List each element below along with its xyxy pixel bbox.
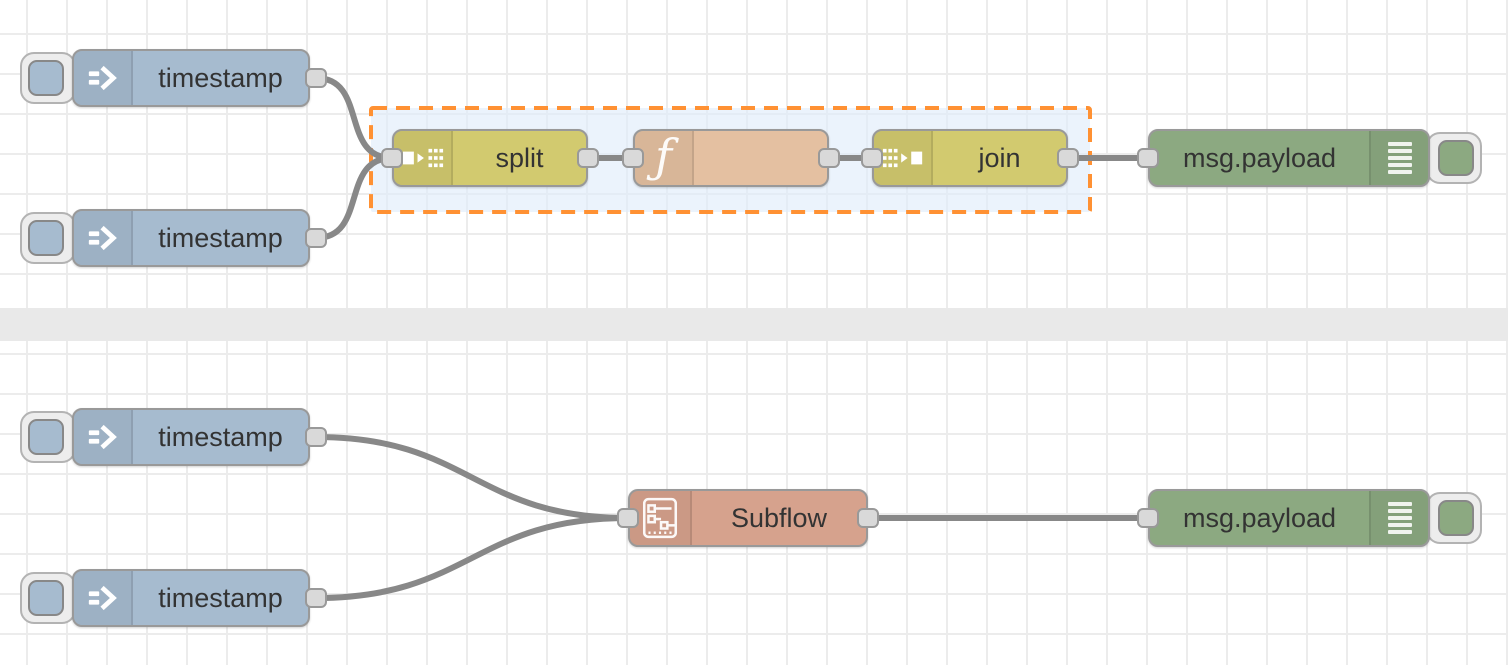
port-out-subflow[interactable] bbox=[857, 508, 879, 528]
debug-toggle-button[interactable] bbox=[1426, 132, 1482, 184]
arrow-right-icon bbox=[74, 410, 133, 464]
node-split[interactable]: split bbox=[392, 129, 588, 187]
node-label: timestamp bbox=[158, 582, 283, 613]
port-out-function[interactable] bbox=[818, 148, 840, 168]
node-label: msg.payload bbox=[1182, 142, 1337, 173]
inject-button-inner[interactable] bbox=[28, 580, 64, 616]
port-out-inject-bottom-1[interactable] bbox=[305, 427, 327, 447]
wire-inject1-to-split[interactable] bbox=[313, 75, 395, 161]
inject-button-inner[interactable] bbox=[28, 220, 64, 256]
arrow-right-icon bbox=[74, 51, 133, 105]
section-divider bbox=[0, 308, 1508, 341]
inject-button[interactable] bbox=[20, 212, 76, 264]
wire-inject4-to-subflow[interactable] bbox=[313, 515, 631, 601]
port-out-join[interactable] bbox=[1057, 148, 1079, 168]
port-out-inject-top-1[interactable] bbox=[305, 68, 327, 88]
port-out-split[interactable] bbox=[577, 148, 599, 168]
port-in-subflow[interactable] bbox=[617, 508, 639, 528]
node-debug-bottom[interactable]: msg.payload bbox=[1148, 489, 1430, 547]
list-bars-icon bbox=[1369, 491, 1428, 545]
node-subflow[interactable]: Subflow bbox=[628, 489, 868, 547]
wire-inject3-to-subflow[interactable] bbox=[313, 434, 631, 521]
inject-button[interactable] bbox=[20, 52, 76, 104]
function-f-icon: ƒ bbox=[635, 131, 694, 185]
port-in-function[interactable] bbox=[622, 148, 644, 168]
inject-button-inner[interactable] bbox=[28, 60, 64, 96]
split-icon bbox=[394, 131, 453, 185]
arrow-right-icon bbox=[74, 571, 133, 625]
node-function[interactable]: ƒ bbox=[633, 129, 829, 187]
node-label: timestamp bbox=[158, 222, 283, 253]
join-icon bbox=[874, 131, 933, 185]
port-in-debug-bottom[interactable] bbox=[1137, 508, 1159, 528]
debug-toggle-inner[interactable] bbox=[1438, 140, 1474, 176]
node-inject-top-2[interactable]: timestamp bbox=[72, 209, 310, 267]
node-inject-top-1[interactable]: timestamp bbox=[72, 49, 310, 107]
node-label: Subflow bbox=[730, 502, 828, 533]
wire-inject2-to-split[interactable] bbox=[313, 155, 395, 241]
function-glyph: ƒ bbox=[654, 129, 673, 183]
debug-toggle-button[interactable] bbox=[1426, 492, 1482, 544]
node-label: join bbox=[978, 142, 1021, 173]
debug-toggle-inner[interactable] bbox=[1438, 500, 1474, 536]
node-label: msg.payload bbox=[1182, 502, 1337, 533]
port-out-inject-top-2[interactable] bbox=[305, 228, 327, 248]
node-label: timestamp bbox=[158, 62, 283, 93]
node-label: split bbox=[495, 142, 544, 173]
port-out-inject-bottom-2[interactable] bbox=[305, 588, 327, 608]
inject-button[interactable] bbox=[20, 411, 76, 463]
subflow-icon bbox=[630, 491, 692, 545]
arrow-right-icon bbox=[74, 211, 133, 265]
port-in-split[interactable] bbox=[381, 148, 403, 168]
node-join[interactable]: join bbox=[872, 129, 1068, 187]
node-label: timestamp bbox=[158, 421, 283, 452]
inject-button[interactable] bbox=[20, 572, 76, 624]
node-inject-bottom-2[interactable]: timestamp bbox=[72, 569, 310, 627]
port-in-debug-top[interactable] bbox=[1137, 148, 1159, 168]
list-bars-icon bbox=[1369, 131, 1428, 185]
node-inject-bottom-1[interactable]: timestamp bbox=[72, 408, 310, 466]
node-label bbox=[694, 131, 827, 185]
node-debug-top[interactable]: msg.payload bbox=[1148, 129, 1430, 187]
inject-button-inner[interactable] bbox=[28, 419, 64, 455]
port-in-join[interactable] bbox=[861, 148, 883, 168]
